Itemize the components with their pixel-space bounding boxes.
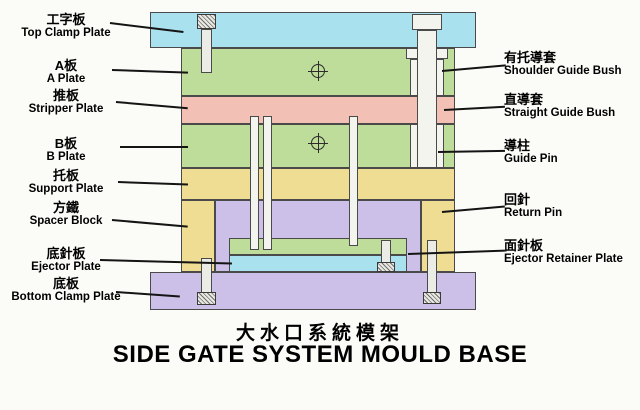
screw-bottom-left-head xyxy=(197,292,216,305)
center-mark-vline xyxy=(317,61,319,81)
label-bottom-clamp-plate: 底板 Bottom Clamp Plate xyxy=(0,276,132,304)
label-en: Guide Pin xyxy=(504,153,558,165)
label-cn: 底板 xyxy=(52,276,79,291)
screw-ejector-shaft xyxy=(381,240,391,264)
screw-ejector-head xyxy=(377,262,395,272)
label-en: Spacer Block xyxy=(29,215,103,227)
label-cn: 推板 xyxy=(52,88,79,103)
label-cn: A板 xyxy=(54,58,78,73)
guide-pin xyxy=(417,30,437,168)
label-ejector-plate: 底針板 Ejector Plate xyxy=(0,246,132,274)
label-guide-pin: 導柱 Guide Pin xyxy=(504,138,640,166)
label-en: B Plate xyxy=(46,151,86,163)
label-en: Shoulder Guide Bush xyxy=(504,65,622,77)
label-cn: 托板 xyxy=(52,168,79,183)
ejector-pin-1 xyxy=(250,116,259,250)
label-en: Ejector Plate xyxy=(31,261,101,273)
label-cn: B板 xyxy=(54,136,78,151)
label-en: Stripper Plate xyxy=(28,103,104,115)
label-b-plate: B板 B Plate xyxy=(0,136,132,164)
label-en: Ejector Retainer Plate xyxy=(504,253,623,265)
screw-bottom-right-shaft xyxy=(427,240,437,294)
screw-top-left-head xyxy=(197,14,216,29)
label-stripper-plate: 推板 Stripper Plate xyxy=(0,88,132,116)
guide-pin-head xyxy=(412,14,442,30)
label-support-plate: 托板 Support Plate xyxy=(0,168,132,196)
label-ejector-retainer-plate: 面針板 Ejector Retainer Plate xyxy=(504,238,640,266)
screw-top-left-shaft xyxy=(201,29,212,73)
screw-bottom-right-head xyxy=(423,292,441,304)
return-pin xyxy=(349,116,358,246)
label-return-pin: 回針 Return Pin xyxy=(504,192,640,220)
leader-line xyxy=(437,149,506,153)
plate-ejector-retainer xyxy=(229,238,407,255)
label-en: Support Plate xyxy=(28,183,104,195)
label-cn: 直導套 xyxy=(504,92,544,107)
diagram-title-english: SIDE GATE SYSTEM MOULD BASE xyxy=(112,341,528,368)
label-cn: 有托導套 xyxy=(504,50,557,65)
center-mark-a-plate xyxy=(308,61,328,81)
center-mark-vline xyxy=(317,133,319,153)
diagram-title-chinese: 大水口系統模架 xyxy=(235,323,404,344)
label-en: Return Pin xyxy=(504,207,563,219)
label-cn: 底針板 xyxy=(46,246,86,261)
leader-line xyxy=(120,146,188,148)
plate-stripper xyxy=(181,96,455,124)
label-spacer-block: 方鐵 Spacer Block xyxy=(0,200,132,228)
plate-support xyxy=(181,168,455,200)
label-en: Bottom Clamp Plate xyxy=(11,291,121,303)
label-top-clamp-plate: 工字板 Top Clamp Plate xyxy=(0,12,132,40)
label-cn: 回針 xyxy=(504,192,531,207)
label-cn: 方鐵 xyxy=(52,200,79,215)
ejector-pin-2 xyxy=(263,116,272,250)
label-cn: 面針板 xyxy=(504,238,544,253)
label-en: Top Clamp Plate xyxy=(21,27,111,39)
label-en: A Plate xyxy=(46,73,86,85)
label-en: Straight Guide Bush xyxy=(504,107,616,119)
label-a-plate: A板 A Plate xyxy=(0,58,132,86)
label-cn: 導柱 xyxy=(504,138,531,153)
label-cn: 工字板 xyxy=(46,12,86,27)
label-shoulder-guide-bush: 有托導套 Shoulder Guide Bush xyxy=(504,50,640,78)
spacer-block-right xyxy=(421,200,455,272)
center-mark-b-plate xyxy=(308,133,328,153)
label-straight-guide-bush: 直導套 Straight Guide Bush xyxy=(504,92,640,120)
